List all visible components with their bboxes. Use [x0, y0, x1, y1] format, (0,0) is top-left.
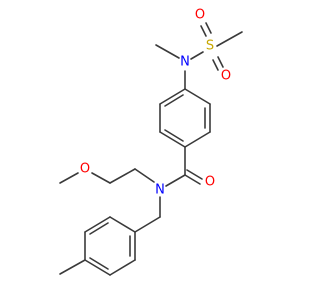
bond-ring-a-inner-3 — [164, 94, 184, 107]
bond-s-methyl — [216, 31, 243, 47]
bond-ring-b-inner-3 — [89, 222, 109, 235]
bond-c-o-b — [186, 169, 203, 180]
bond-layer — [59, 22, 243, 276]
bond-n-methyl — [155, 44, 180, 59]
atom-oxygen-amide: O — [205, 175, 215, 190]
bond-ring-b-inner-2 — [89, 257, 109, 270]
atom-nitrogen-amide: N — [155, 183, 165, 198]
atom-oxygen-sulfonyl-bottom: O — [221, 69, 231, 84]
bond-ch2-ch2 — [109, 168, 136, 184]
bond-ch2-o — [91, 172, 111, 184]
atom-oxygen-ether: O — [80, 162, 90, 177]
bond-ring-b-3 — [84, 259, 111, 276]
bond-ring-a-6 — [159, 88, 186, 105]
bond-c-o-a — [184, 174, 201, 185]
bond-s-o-bottom-a — [217, 56, 224, 68]
bond-ring-methyl — [59, 259, 86, 275]
bond-o-methyl — [59, 172, 79, 184]
bond-c-n-amide — [165, 174, 186, 187]
bond-s-o-top-a — [200, 25, 207, 37]
bond-ring-a-1 — [184, 88, 211, 105]
bond-ring-b-6 — [109, 216, 136, 233]
bond-ring-a-4 — [159, 131, 186, 148]
atom-label-layer: S O O N O N O — [80, 8, 231, 198]
atom-sulfur: S — [206, 39, 214, 54]
atom-oxygen-sulfonyl-top: O — [195, 8, 205, 23]
bond-s-n-sulfonamide — [190, 51, 204, 60]
bond-s-o-bottom-b — [212, 59, 219, 71]
bond-ring-b-2 — [109, 259, 136, 276]
bond-ring-a-inner-2 — [164, 129, 184, 142]
molecule-structure: S O O N O N O — [59, 8, 243, 276]
bond-s-o-top-b — [205, 22, 212, 34]
structure-canvas: S O O N O N O — [59, 8, 243, 276]
bond-ring-a-3 — [184, 131, 211, 148]
atom-nitrogen-sulfonamide: N — [180, 55, 190, 70]
bond-ch2-ring — [134, 216, 161, 233]
bond-n-ch2 — [134, 168, 155, 183]
bond-ring-b-5 — [84, 216, 111, 233]
